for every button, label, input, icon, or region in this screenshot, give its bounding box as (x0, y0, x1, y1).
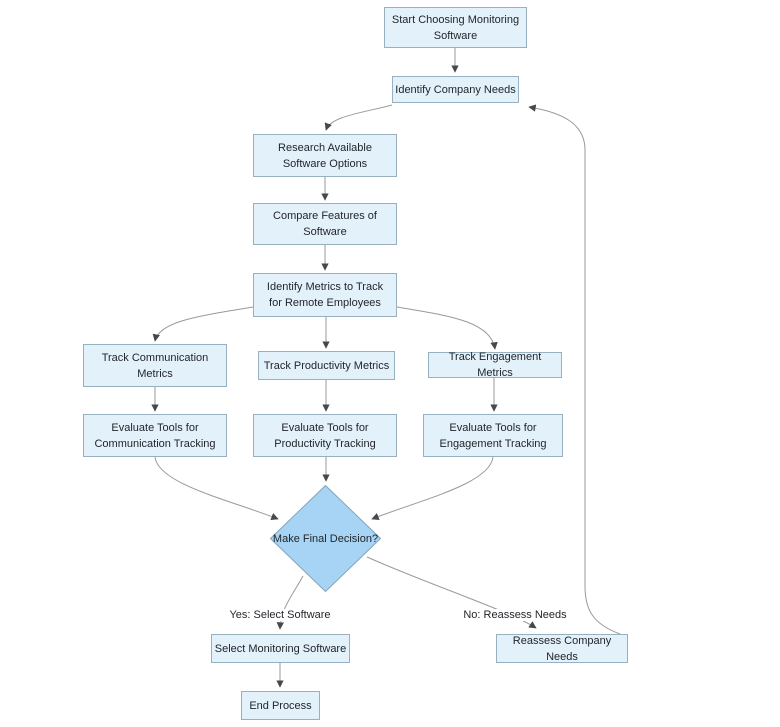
node-evaluate-productivity: Evaluate Tools for Productivity Tracking (253, 414, 397, 457)
node-evaluate-productivity-label: Evaluate Tools for Productivity Tracking (274, 421, 376, 450)
node-track-productivity-label: Track Productivity Metrics (263, 359, 390, 372)
node-final-decision: Make Final Decision? (270, 485, 381, 592)
node-compare-features-label: Compare Features of Software (273, 210, 377, 238)
node-end-process-label: End Process (249, 699, 312, 712)
node-track-communication: Track Communication Metrics (83, 344, 227, 387)
node-track-productivity: Track Productivity Metrics (258, 351, 395, 380)
node-reassess-needs: Reassess Company Needs (496, 634, 628, 663)
node-compare-features: Compare Features of Software (253, 203, 397, 245)
edge-label-no: No: Reassess Needs (460, 609, 570, 621)
edge-decision-no-to-reassess (366, 556, 537, 629)
node-start: Start Choosing Monitoring Software (384, 7, 527, 48)
node-research-options: Research Available Software Options (253, 134, 397, 177)
edge-evaluate-engagement-to-decision (371, 456, 494, 521)
node-identify-metrics: Identify Metrics to Track for Remote Emp… (253, 273, 397, 317)
edge-label-yes: Yes: Select Software (226, 609, 334, 621)
node-identify-metrics-label: Identify Metrics to Track for Remote Emp… (266, 281, 384, 309)
node-evaluate-communication: Evaluate Tools for Communication Trackin… (83, 414, 227, 457)
edge-decision-yes-to-select (276, 575, 304, 630)
node-track-engagement: Track Engagement Metrics (428, 351, 562, 379)
node-reassess-needs-label: Reassess Company Needs (512, 634, 612, 663)
node-identify-company-needs-label: Identify Company Needs (395, 83, 516, 96)
node-select-software: Select Monitoring Software (211, 634, 350, 663)
node-identify-company-needs: Identify Company Needs (392, 76, 519, 103)
decision-diamond-shape (270, 485, 381, 592)
node-research-options-label: Research Available Software Options (278, 141, 372, 170)
node-track-communication-label: Track Communication Metrics (101, 351, 209, 380)
edge-identify-needs-to-research (324, 104, 393, 131)
edge-evaluate-communication-to-decision (154, 456, 279, 521)
node-start-label: Start Choosing Monitoring Software (391, 13, 520, 42)
node-select-software-label: Select Monitoring Software (214, 642, 347, 655)
node-final-decision-label: Make Final Decision? (272, 532, 379, 545)
edge-reassess-loop-to-identify-needs (528, 104, 621, 635)
node-end-process: End Process (241, 691, 320, 720)
node-evaluate-engagement-label: Evaluate Tools for Engagement Tracking (439, 421, 547, 450)
node-evaluate-communication-label: Evaluate Tools for Communication Trackin… (94, 421, 216, 450)
edge-metrics-to-track-engagement (396, 306, 498, 350)
node-track-engagement-label: Track Engagement Metrics (448, 351, 542, 379)
edge-metrics-to-track-communication (152, 306, 254, 342)
node-evaluate-engagement: Evaluate Tools for Engagement Tracking (423, 414, 563, 457)
